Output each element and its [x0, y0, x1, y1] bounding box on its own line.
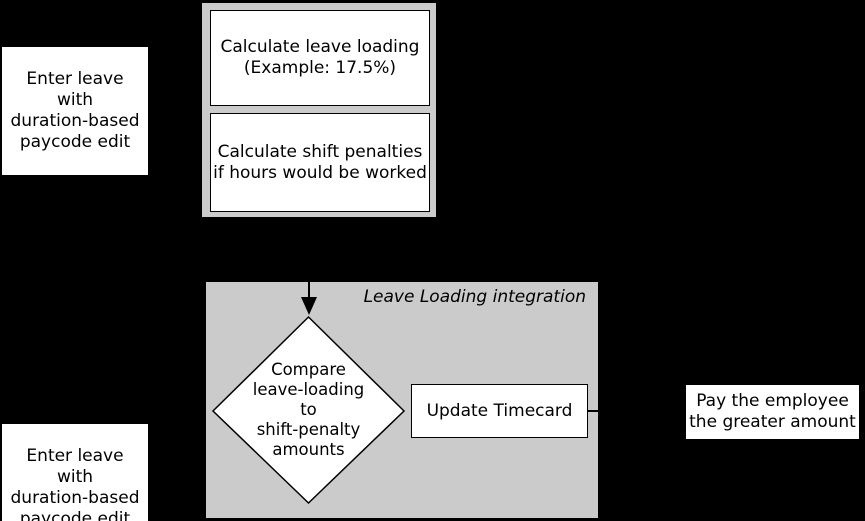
calculate-leave-loading-box: Calculate leave loading (Example: 17.5%) [210, 10, 430, 106]
integration-panel-title: Leave Loading integration [363, 287, 586, 307]
enter-leave-top-label: Enter leave with duration-based paycode … [10, 69, 140, 152]
down-arrow-icon [301, 297, 317, 315]
update-timecard-label: Update Timecard [426, 400, 573, 421]
update-timecard-box: Update Timecard [411, 384, 588, 438]
calculate-leave-loading-label: Calculate leave loading (Example: 17.5%) [220, 37, 420, 78]
enter-leave-bottom-label: Enter leave with duration-based paycode … [10, 446, 140, 521]
decision-diamond-label: Compare leave-loading to shift-penalty a… [252, 360, 365, 459]
pay-employee-label: Pay the employee the greater amount [689, 391, 856, 432]
paycode-calculation-group: Calculate leave loading (Example: 17.5%)… [201, 2, 437, 218]
calculate-shift-penalties-label: Calculate shift penalties if hours would… [213, 141, 427, 183]
integration-flow-graphics [211, 282, 598, 505]
leave-loading-integration-panel: Leave Loading integration Compare leave-… [205, 281, 599, 519]
pay-employee-box: Pay the employee the greater amount [685, 384, 860, 440]
calculate-shift-penalties-box: Calculate shift penalties if hours would… [210, 113, 430, 212]
decision-diamond-shape [211, 315, 406, 505]
enter-leave-top-box: Enter leave with duration-based paycode … [1, 46, 149, 176]
enter-leave-bottom-box: Enter leave with duration-based paycode … [1, 423, 149, 521]
